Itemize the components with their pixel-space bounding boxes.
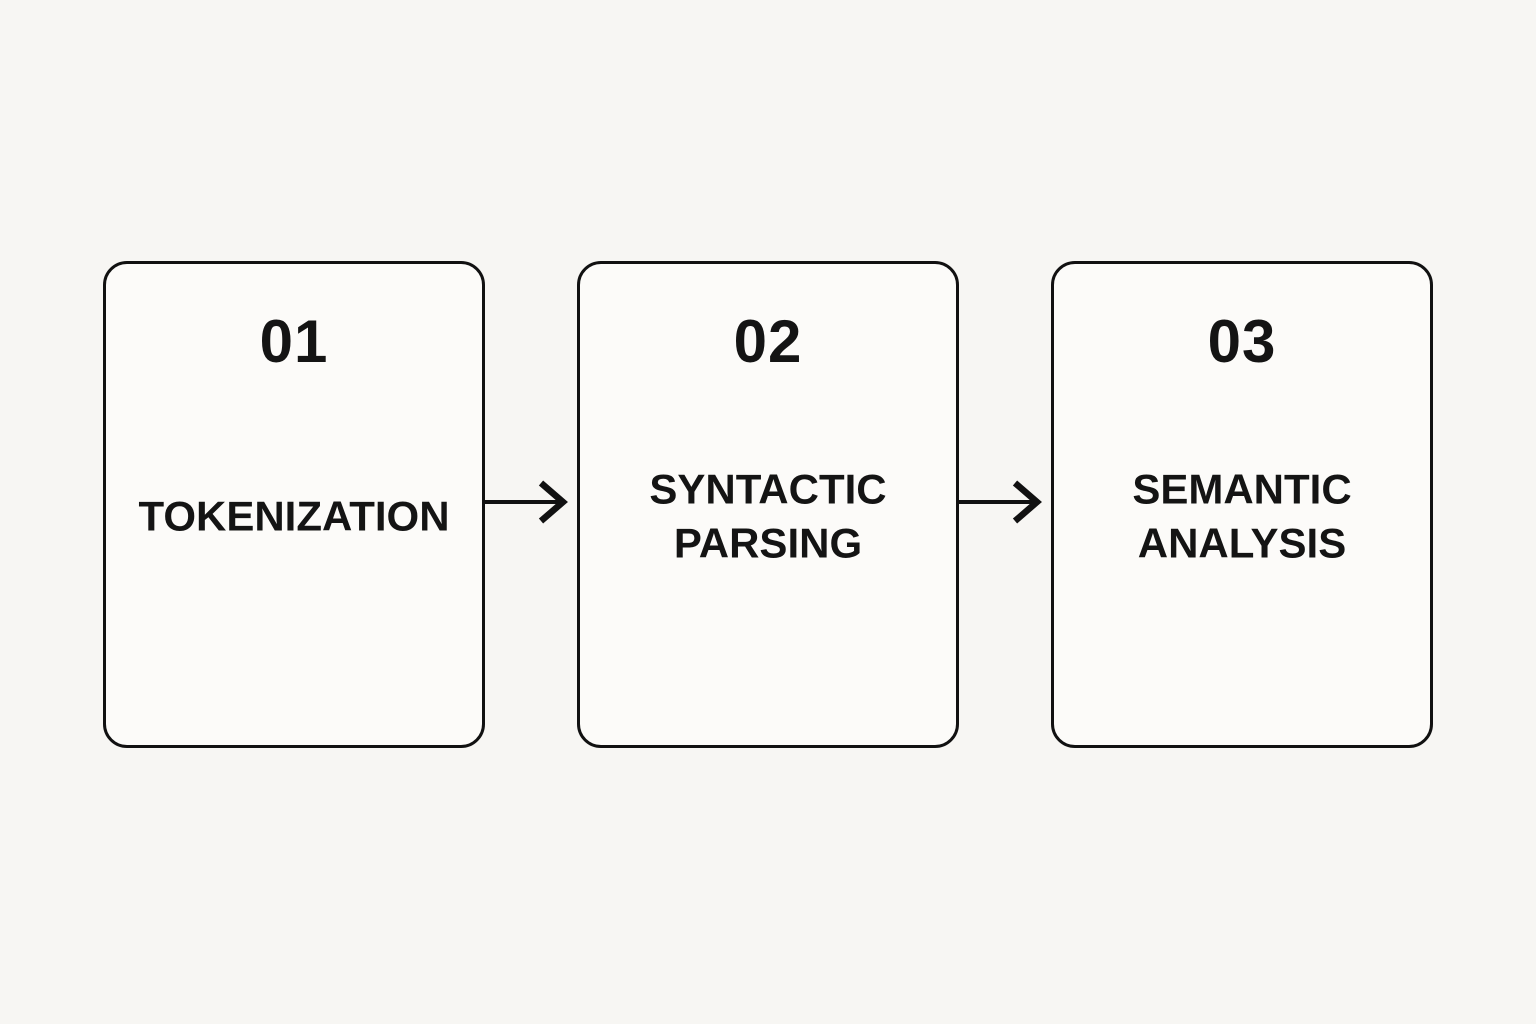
step-number: 02	[733, 308, 803, 375]
step-number: 03	[1207, 308, 1277, 375]
step-label: TOKENIZATION	[138, 492, 450, 540]
connector-2	[959, 261, 1051, 748]
arrow-right-icon	[485, 480, 568, 524]
step-number: 01	[259, 308, 329, 375]
step-card-semantic-analysis: 03 SEMANTIC ANALYSIS	[1051, 261, 1433, 748]
connector-1	[485, 261, 577, 748]
step-card-syntactic-parsing: 02 SYNTACTIC PARSING	[577, 261, 959, 748]
step-label: SEMANTIC ANALYSIS	[1132, 464, 1352, 567]
arrow-right-icon	[959, 480, 1042, 524]
flow-row: 01 TOKENIZATION 02 SYNTACTIC PARSING 03 …	[103, 261, 1433, 748]
step-card-tokenization: 01 TOKENIZATION	[103, 261, 485, 748]
step-label: SYNTACTIC PARSING	[649, 464, 887, 567]
